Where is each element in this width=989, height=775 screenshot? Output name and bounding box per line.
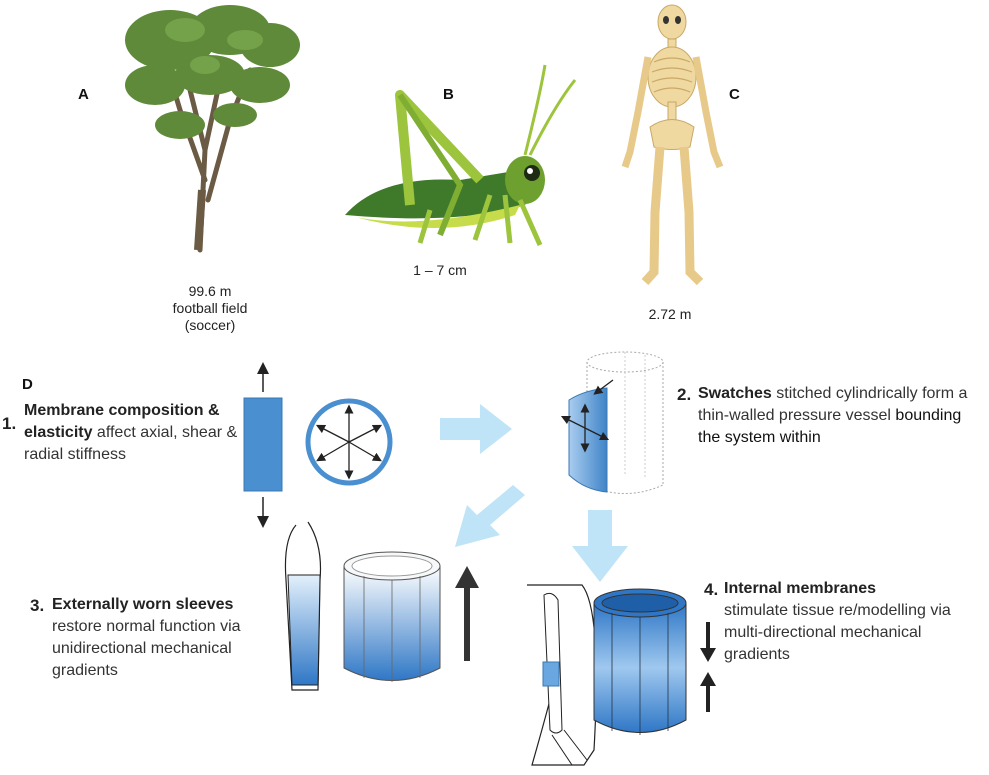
item-1-number: 1. xyxy=(2,414,17,433)
sleeve-cylinder-diagram xyxy=(343,551,441,682)
item-1-text: Membrane composition & elasticity affect… xyxy=(24,400,244,466)
item-1-description: affect axial, shear & radial stiffness xyxy=(24,424,238,463)
panel-b-caption: 1 – 7 cm xyxy=(413,262,467,278)
item-4-title: Internal membranes xyxy=(724,580,877,597)
stitched-cylinder-diagram xyxy=(560,351,664,494)
item-2-description: stitched cylindrically form a thin-walle… xyxy=(698,385,968,424)
caption-length: 99.6 m xyxy=(188,283,232,299)
arm-sleeve-illustration xyxy=(284,521,322,691)
item-3-title: Externally worn sleeves xyxy=(52,596,234,613)
arm-bone-illustration xyxy=(527,584,597,766)
item-4-text: Internal membranes stimulate tissue re/m… xyxy=(724,578,969,666)
item-2-text: Swatches stitched cylindrically form a t… xyxy=(698,383,983,449)
flow-arrow-down xyxy=(572,510,628,582)
caption-comparison: football field xyxy=(172,300,248,316)
axial-stiffness-diagram xyxy=(243,362,283,528)
item-2-description-tail: bounding the system within xyxy=(698,407,962,446)
panel-letter-c: C xyxy=(729,86,740,103)
panel-letter-b: B xyxy=(443,86,454,103)
flow-arrow-right xyxy=(440,404,512,454)
item-3-number: 3. xyxy=(30,596,45,615)
item-2-title: Swatches xyxy=(698,385,772,402)
radial-stiffness-diagram xyxy=(305,398,393,486)
skeleton-illustration xyxy=(621,4,724,286)
item-3-description: restore normal function via unidirection… xyxy=(52,618,241,679)
caption-qualifier: (soccer) xyxy=(184,317,236,333)
item-1-title: Membrane composition & elasticity xyxy=(24,402,220,441)
item-4-description: stimulate tissue re/modelling via multi-… xyxy=(724,602,951,663)
panel-c-caption: 2.72 m xyxy=(648,306,692,322)
unidirectional-arrow-up xyxy=(455,566,479,661)
multidirectional-arrows xyxy=(700,622,716,712)
internal-membrane-cylinder-diagram xyxy=(593,588,687,735)
item-4-number: 4. xyxy=(704,580,719,599)
item-2-number: 2. xyxy=(677,385,692,404)
flow-arrow-down-left xyxy=(455,485,525,547)
tree-illustration xyxy=(125,5,300,253)
item-3-text: Externally worn sleeves restore normal f… xyxy=(52,594,267,682)
panel-a-caption: 99.6 m football field (soccer) xyxy=(140,283,280,334)
panel-letter-a: A xyxy=(78,86,89,103)
panel-letter-d: D xyxy=(22,376,33,393)
grasshopper-illustration xyxy=(345,64,577,247)
